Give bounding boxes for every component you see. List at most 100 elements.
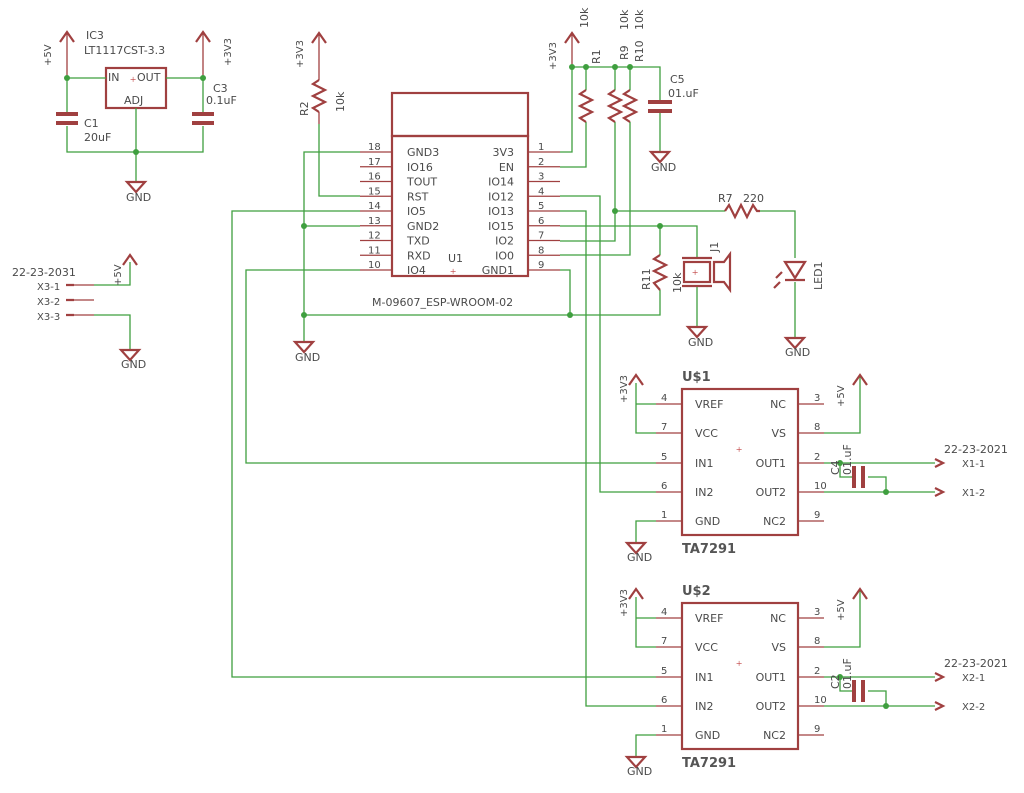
pin-number: 6 <box>661 481 667 492</box>
esp-pin-io5: 14 IO5 <box>360 201 426 218</box>
capacitor-name: C5 <box>670 73 685 86</box>
component-value: 20uF <box>84 131 111 144</box>
capacitor-c3: C3 0.1uF <box>192 82 237 125</box>
pin-number: 18 <box>368 142 381 153</box>
pin-label: OUT1 <box>756 457 786 470</box>
resistor-value: 10k <box>334 91 347 112</box>
gnd-label: GND <box>126 191 151 204</box>
capacitor-value: 01.uF <box>841 658 854 689</box>
pin-label: VS <box>771 641 786 654</box>
capacitor-name: C2 <box>829 674 842 689</box>
driver-pin-gnd: 1 GND <box>656 510 720 528</box>
driver-pin-out2: 10 OUT2 <box>756 481 827 499</box>
pin-number: 3 <box>814 393 820 404</box>
pin-number: 10 <box>814 481 827 492</box>
resistor-value: 10k <box>671 272 684 293</box>
esp-body <box>390 134 530 278</box>
esp-wiring: +3V3 R2 10k GND <box>231 31 796 707</box>
pin-label: OUT2 <box>756 700 786 713</box>
pin-label: TXD <box>406 235 430 248</box>
regulator-value: LT1117CST-3.3 <box>84 44 165 57</box>
pin-label: TOUT <box>406 176 437 189</box>
pin-label: VREF <box>695 612 723 625</box>
resistor-name: R10 <box>633 40 646 62</box>
pin-number: 10 <box>814 695 827 706</box>
pin-number: 3 <box>814 607 820 618</box>
pin-number: 6 <box>661 695 667 706</box>
resistor-value: 10k <box>618 9 631 30</box>
origin-mark: + <box>130 74 136 86</box>
pin-number: 7 <box>661 422 667 433</box>
pin-label: GND3 <box>407 146 439 159</box>
pin-label: GND <box>695 515 720 528</box>
resistor-value: 10k <box>633 9 646 30</box>
led-block: R7 220 LED1 GND <box>718 192 825 359</box>
driver-value: TA7291 <box>682 542 736 557</box>
pin-label: IO15 <box>488 220 514 233</box>
pin-label: IO5 <box>407 205 426 218</box>
pin-label: GND <box>695 729 720 742</box>
regulator-section: +5V +3V3 IN OUT ADJ IC3 LT1117CST-3.3 + … <box>43 29 237 204</box>
capacitor-name: C4 <box>829 460 842 475</box>
resistor-name: R2 <box>298 101 311 116</box>
pin-number: 4 <box>661 393 667 404</box>
esp-pin-gnd3: 18 GND3 <box>360 142 439 159</box>
supply-label: +5V <box>836 599 847 621</box>
driver-body <box>680 601 800 751</box>
pin-number: 5 <box>661 452 667 463</box>
supply-label: +5V <box>836 385 847 407</box>
driver-pin-nc: 3NC <box>770 393 824 411</box>
gnd-label: GND <box>295 351 320 364</box>
pin-number: 9 <box>814 510 820 521</box>
pin-number: 1 <box>661 724 667 735</box>
supply-5v-regulator: +5V <box>43 30 75 78</box>
pin-label: IN2 <box>695 700 713 713</box>
resistor-value: 10k <box>578 7 591 28</box>
driver-pin-in2: 6 IN2 <box>656 481 713 499</box>
speaker-name: J1 <box>708 242 721 253</box>
gnd-label: GND <box>785 346 810 359</box>
pin-number: 5 <box>538 201 544 212</box>
pin-number: 1 <box>661 510 667 521</box>
supply-label: +3V3 <box>619 375 630 403</box>
pin-label: IO2 <box>495 235 514 248</box>
pin-label: X2-2 <box>962 702 985 713</box>
speaker-block: R11 10k + J1 GND <box>640 242 732 349</box>
pin-label: IO16 <box>407 161 433 174</box>
pin-label: IN2 <box>695 486 713 499</box>
pin-number: 7 <box>661 636 667 647</box>
driver-body <box>680 387 800 537</box>
pin-label: RXD <box>407 249 431 262</box>
pin-label: EN <box>499 161 514 174</box>
pin-label: OUT2 <box>756 486 786 499</box>
driver-name: U$2 <box>682 584 711 599</box>
pin-label: OUT1 <box>756 671 786 684</box>
pin-number: 2 <box>538 157 544 168</box>
resistor-name: R9 <box>618 45 631 60</box>
pin-label: X3-1 <box>37 282 60 293</box>
esp-antenna <box>390 91 530 138</box>
gnd-label: GND <box>627 551 652 564</box>
pin-number: 14 <box>368 201 381 212</box>
pin-label: GND1 <box>482 264 514 277</box>
pin-number: 11 <box>368 245 381 256</box>
capacitor-value: 01.uF <box>668 87 699 100</box>
pin-label: IO14 <box>488 176 514 189</box>
driver-pin-vs: 8VS <box>771 422 824 440</box>
driver-pin-out2: 10 OUT2 <box>756 695 827 713</box>
connector-x3: 22-23-2031 X3-1 X3-2 X3-3 +5V GND <box>12 253 146 371</box>
resistor-name: R11 <box>640 268 653 290</box>
capacitor-c1: C1 20uF <box>56 112 111 144</box>
